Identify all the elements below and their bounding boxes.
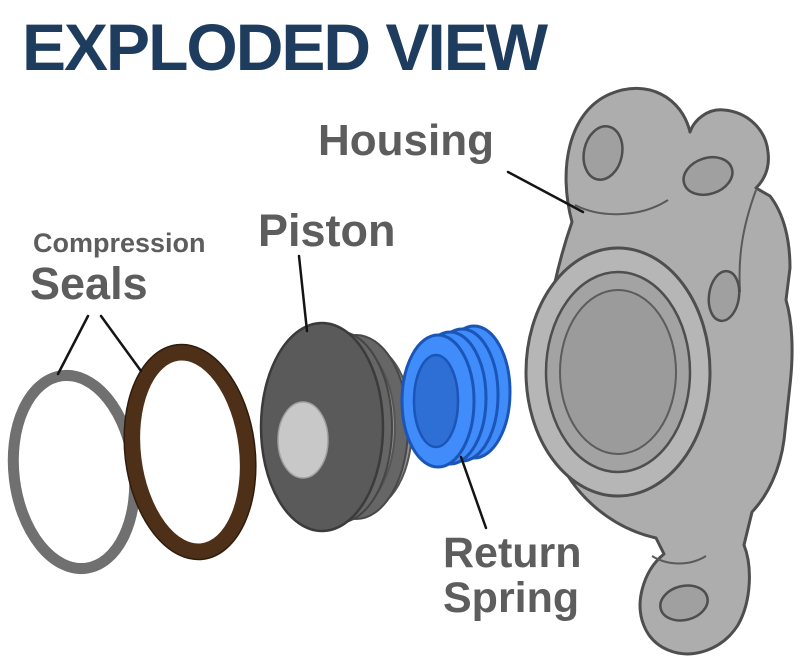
seal-brown-ring	[124, 344, 256, 560]
seal-brown-ring-outer-edge	[123, 343, 257, 561]
seal-gray-ring	[7, 369, 141, 575]
piston-center-pocket	[277, 401, 329, 479]
label-housing: Housing	[318, 116, 494, 165]
seal-brown-graphic	[123, 343, 257, 561]
return-spring-graphic	[400, 324, 512, 469]
leader-line-piston	[297, 254, 309, 333]
spring-front-opening	[412, 353, 460, 449]
label-compression: Compression	[33, 228, 206, 258]
leader-line-seal-gray	[56, 314, 90, 376]
page-title: EXPLODED VIEW	[22, 10, 549, 84]
leader-line-return-spring	[459, 455, 488, 530]
piston-graphic	[259, 321, 413, 533]
housing-hole-right	[707, 269, 741, 323]
leader-line-housing	[506, 170, 585, 214]
housing-hole-top-right	[682, 155, 734, 197]
housing-top-lobe-edge	[574, 199, 669, 216]
housing-hole-top-left	[582, 125, 624, 181]
leader-lines	[56, 170, 585, 530]
label-spring: Spring	[443, 574, 579, 622]
label-return: Return	[443, 529, 582, 577]
label-seals: Seals	[30, 258, 148, 309]
leader-line-seal-brown	[99, 314, 143, 373]
housing-right-step-edge	[738, 189, 757, 293]
housing-bottom-ear-edge	[651, 555, 707, 565]
housing-graphic	[524, 86, 794, 656]
label-piston: Piston	[258, 205, 396, 256]
housing-hole-bottom	[659, 584, 709, 622]
housing-bore-inner	[559, 289, 677, 455]
seal-gray-graphic	[7, 369, 141, 575]
